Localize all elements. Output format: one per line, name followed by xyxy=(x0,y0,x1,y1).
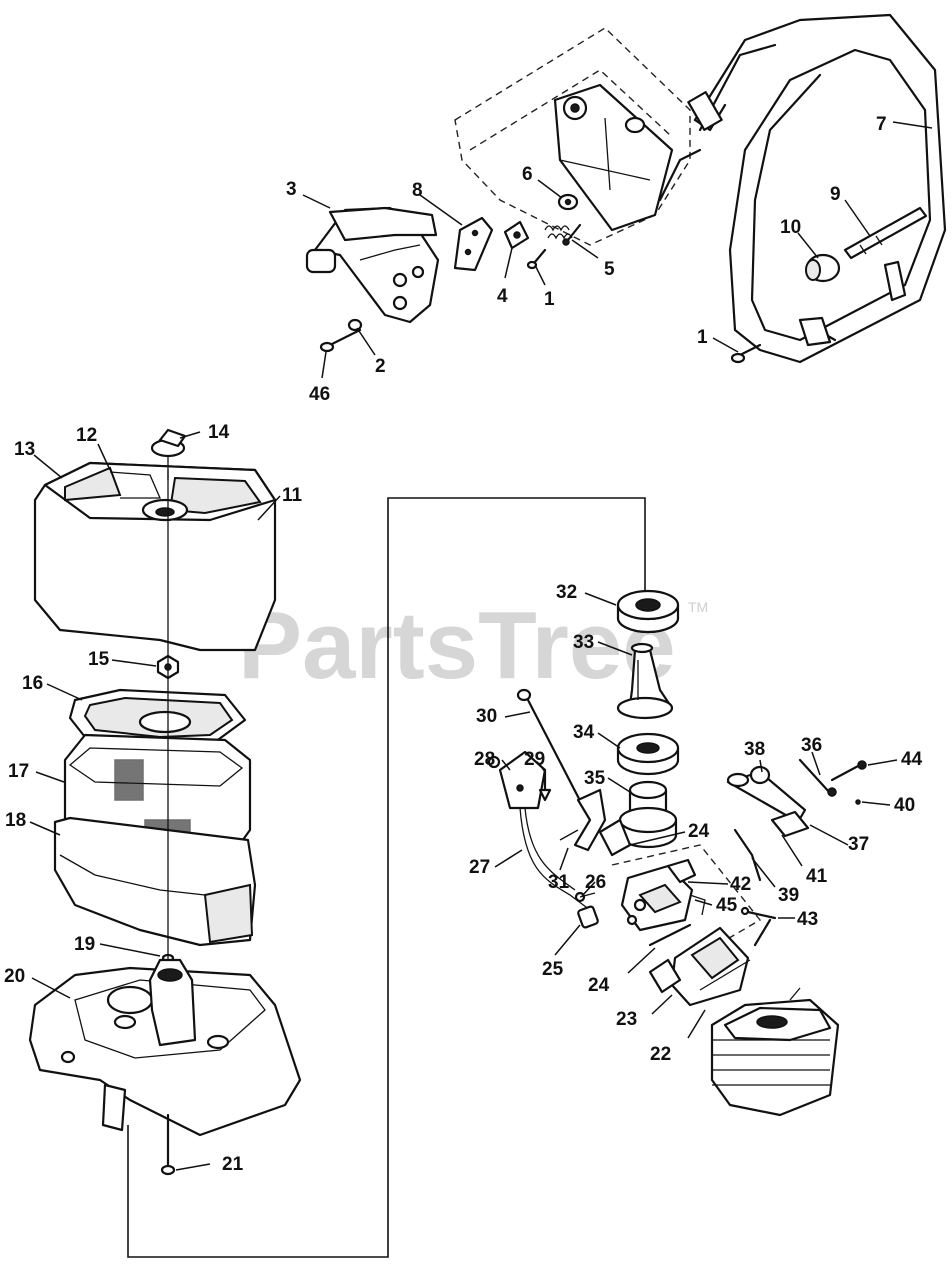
callout-43: 43 xyxy=(797,909,818,930)
callout-36: 36 xyxy=(801,735,822,756)
callout-16: 16 xyxy=(22,673,43,694)
bracket-plate xyxy=(453,216,494,272)
callout-15: 15 xyxy=(88,649,110,670)
callout-3: 3 xyxy=(286,179,297,200)
heat-shield xyxy=(648,926,750,1007)
callout-8: 8 xyxy=(412,180,423,201)
callout-7: 7 xyxy=(876,114,887,135)
throttle-bracket xyxy=(559,788,607,852)
callout-34: 34 xyxy=(573,722,595,743)
cylinder xyxy=(699,959,840,1117)
filter-housing xyxy=(53,816,257,947)
callout-2: 2 xyxy=(375,356,386,377)
fitting-25 xyxy=(577,905,599,929)
spacer-ring-top xyxy=(616,589,680,634)
rod xyxy=(843,206,928,260)
callout-25: 25 xyxy=(542,959,564,980)
callout-10: 10 xyxy=(780,217,801,238)
callout-5: 5 xyxy=(604,259,615,280)
small-screws xyxy=(319,223,762,364)
callout-32: 32 xyxy=(556,582,577,603)
callout-29: 29 xyxy=(524,749,545,770)
callout-40: 40 xyxy=(894,795,915,816)
callout-14: 14 xyxy=(208,422,230,443)
callout-46: 46 xyxy=(309,384,330,405)
callout-39: 39 xyxy=(778,885,799,906)
callout-13: 13 xyxy=(14,439,35,460)
screw-29 xyxy=(538,768,552,802)
callout-12: 12 xyxy=(76,425,97,446)
callout-45: 45 xyxy=(716,895,738,916)
callout-1-top: 1 xyxy=(544,289,555,310)
callout-30: 30 xyxy=(476,706,497,727)
throttle-linkage xyxy=(726,758,867,947)
callout-44: 44 xyxy=(901,749,923,770)
callout-19: 19 xyxy=(74,934,95,955)
callout-41: 41 xyxy=(806,866,828,887)
intake-boot xyxy=(618,780,678,849)
callout-24-lower: 24 xyxy=(588,975,610,996)
callout-18: 18 xyxy=(5,810,26,831)
callout-42: 42 xyxy=(730,874,751,895)
adapter xyxy=(616,642,674,720)
spring xyxy=(544,225,573,240)
connection-path xyxy=(127,470,646,1258)
spacer-ring-mid xyxy=(616,732,680,776)
guard-frame xyxy=(658,13,947,364)
callout-37: 37 xyxy=(848,834,869,855)
handle xyxy=(305,206,440,324)
callout-21: 21 xyxy=(222,1154,244,1175)
callout-1-right: 1 xyxy=(697,327,708,348)
grommet xyxy=(805,253,841,283)
callout-11: 11 xyxy=(282,485,303,506)
frame-assembly xyxy=(454,27,691,246)
callout-22: 22 xyxy=(650,1044,671,1065)
watermark-tm: TM xyxy=(688,599,708,615)
callout-31: 31 xyxy=(548,872,570,893)
callout-27: 27 xyxy=(469,857,490,878)
watermark-text: PartsTree xyxy=(238,592,676,699)
callout-28: 28 xyxy=(474,749,495,770)
callout-20: 20 xyxy=(4,966,25,987)
callout-33: 33 xyxy=(573,632,594,653)
callout-26: 26 xyxy=(585,872,606,893)
trigger xyxy=(503,220,530,250)
carburetor xyxy=(611,844,762,956)
long-screw xyxy=(160,1113,176,1176)
leader-lines xyxy=(29,121,933,1171)
callout-17: 17 xyxy=(8,761,29,782)
air-filter-base xyxy=(28,958,302,1137)
callout-4: 4 xyxy=(497,286,508,307)
callout-35: 35 xyxy=(584,768,606,789)
callout-24-upper: 24 xyxy=(688,821,710,842)
callout-labels: 3 8 6 4 1 5 2 46 7 9 10 1 13 12 14 11 15… xyxy=(4,114,923,1175)
washer xyxy=(557,193,579,211)
callout-23: 23 xyxy=(616,1009,637,1030)
watermark: PartsTree TM xyxy=(238,592,708,699)
fitting-26 xyxy=(574,891,596,903)
filter-retainer xyxy=(68,688,247,747)
callout-9: 9 xyxy=(830,184,841,205)
gasket-lower xyxy=(648,923,692,947)
wire xyxy=(519,807,591,911)
callout-6: 6 xyxy=(522,164,533,185)
air-filter-cover xyxy=(33,461,277,652)
switch-module xyxy=(487,750,547,810)
callout-38: 38 xyxy=(744,739,765,760)
